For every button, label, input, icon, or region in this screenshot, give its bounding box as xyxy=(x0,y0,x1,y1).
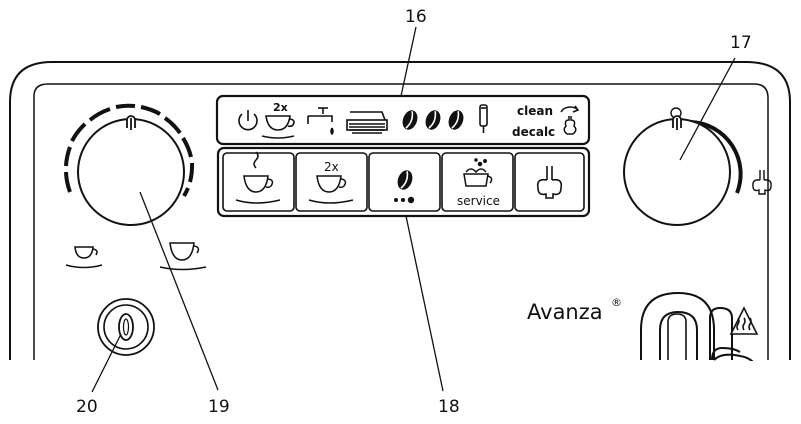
power-switch[interactable] xyxy=(97,298,155,356)
steam-side-icon xyxy=(752,170,772,195)
callout-19: 19 xyxy=(208,397,230,417)
cup-icon xyxy=(308,175,354,204)
callout-16: 16 xyxy=(405,7,427,27)
service-button[interactable]: service xyxy=(441,152,514,212)
steam-icon xyxy=(536,166,563,199)
two-cups-button[interactable]: 2x xyxy=(295,152,368,212)
large-cup-icon xyxy=(159,242,207,271)
steam-knob[interactable] xyxy=(623,107,772,226)
two-cups-mark: 2x xyxy=(273,101,288,114)
bean-dots-icon xyxy=(394,170,415,204)
quantity-scale xyxy=(64,103,195,198)
callout-leaders xyxy=(91,26,736,393)
drip-tray-icon xyxy=(346,111,388,134)
quantity-knob[interactable] xyxy=(64,103,195,226)
steam-rotate-icon xyxy=(560,105,580,135)
coffee-spout xyxy=(640,291,741,361)
brand-name: Avanza xyxy=(527,300,603,324)
callout-20: 20 xyxy=(76,397,98,417)
steam-scale xyxy=(690,120,743,194)
steam-button[interactable] xyxy=(514,152,585,212)
brand-mark: ® xyxy=(611,296,622,309)
water-tap-icon xyxy=(307,107,334,136)
filter-icon xyxy=(479,104,488,133)
small-cup-icon xyxy=(65,246,103,269)
cup-icon xyxy=(235,151,281,204)
power-icon xyxy=(238,110,258,131)
bean-icon xyxy=(448,110,464,130)
bean-icons xyxy=(402,110,464,130)
hot-surface-warning-icon xyxy=(729,306,759,335)
button-row: 2x xyxy=(216,146,591,218)
callout-18: 18 xyxy=(438,397,460,417)
bean-icon xyxy=(425,110,441,130)
service-button-label: service xyxy=(457,194,500,208)
machine-body xyxy=(9,61,791,360)
two-cups-icon: 2x xyxy=(261,101,295,139)
decalc-label: decalc xyxy=(512,125,555,139)
brand: Avanza ® xyxy=(527,296,622,324)
one-cup-button[interactable] xyxy=(222,151,295,212)
callout-17: 17 xyxy=(730,33,752,53)
clean-label: clean xyxy=(517,104,553,118)
bean-icon xyxy=(402,110,418,130)
aroma-button[interactable] xyxy=(368,152,441,212)
service-icon xyxy=(463,158,493,187)
display-panel: 2x xyxy=(215,94,591,146)
two-cups-button-label: 2x xyxy=(324,160,339,174)
